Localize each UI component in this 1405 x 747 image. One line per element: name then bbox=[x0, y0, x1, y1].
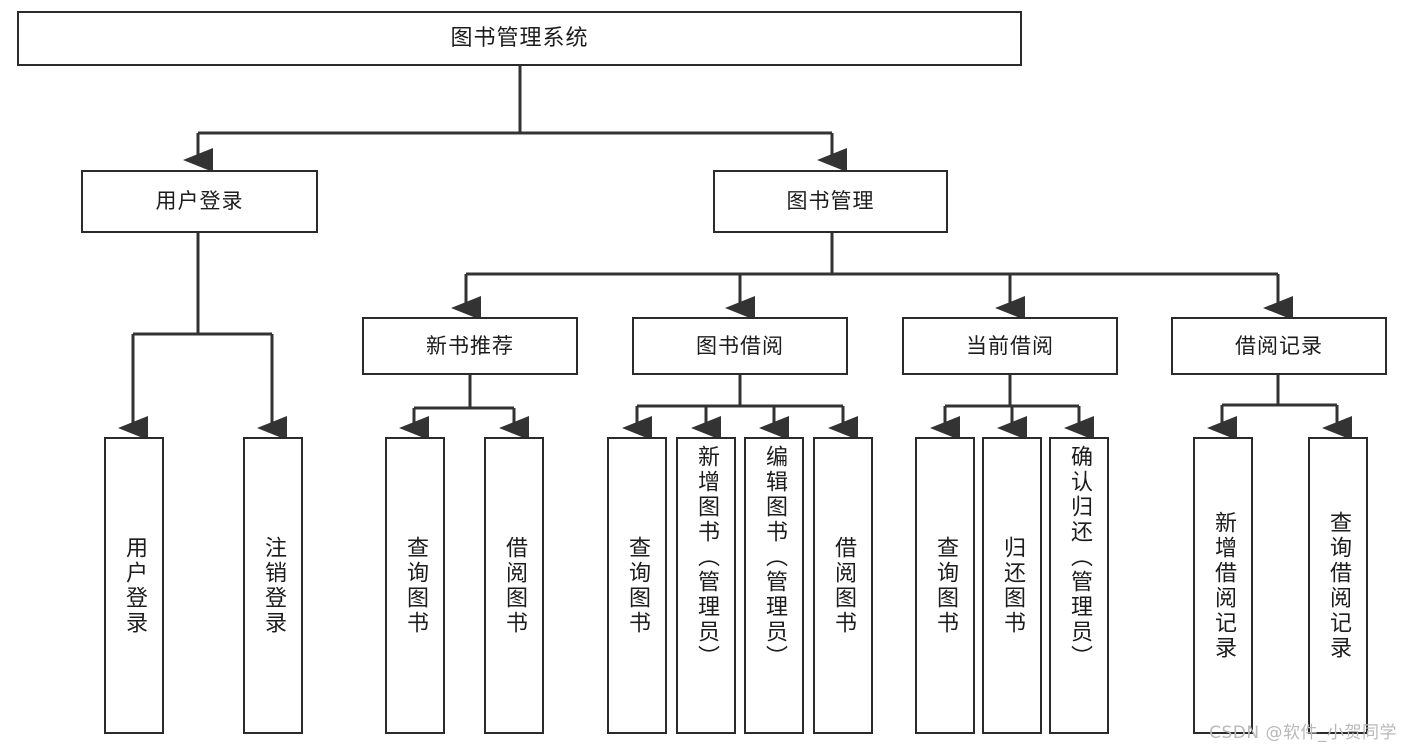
node-label: 用户登录 bbox=[122, 535, 147, 636]
leaf-new-book-query[interactable]: 查询图书 bbox=[385, 437, 445, 734]
node-label: 借阅记录 bbox=[1235, 333, 1323, 358]
node-user-login[interactable]: 用户登录 bbox=[81, 170, 318, 233]
node-root-system[interactable]: 图书管理系统 bbox=[17, 11, 1022, 66]
node-book-borrow[interactable]: 图书借阅 bbox=[632, 317, 848, 375]
node-current-borrow[interactable]: 当前借阅 bbox=[902, 317, 1118, 375]
node-label: 确认归还（管理员） bbox=[1067, 445, 1092, 670]
node-label: 借阅图书 bbox=[831, 535, 856, 636]
leaf-user-login-logout[interactable]: 注销登录 bbox=[243, 437, 303, 734]
leaf-book-borrow-edit[interactable]: 编辑图书（管理员） bbox=[744, 437, 804, 734]
node-label: 图书管理 bbox=[786, 189, 875, 214]
node-label: 当前借阅 bbox=[966, 333, 1054, 358]
leaf-current-borrow-query[interactable]: 查询图书 bbox=[915, 437, 975, 734]
node-book-management[interactable]: 图书管理 bbox=[713, 170, 948, 233]
node-label: 图书借阅 bbox=[696, 333, 784, 358]
node-label: 查询图书 bbox=[933, 535, 958, 636]
node-new-book-recommend[interactable]: 新书推荐 bbox=[362, 317, 578, 375]
node-label: 用户登录 bbox=[155, 189, 244, 214]
leaf-current-borrow-confirm-return[interactable]: 确认归还（管理员） bbox=[1049, 437, 1109, 734]
leaf-new-book-borrow[interactable]: 借阅图书 bbox=[484, 437, 544, 734]
leaf-borrow-record-add[interactable]: 新增借阅记录 bbox=[1193, 437, 1253, 734]
node-label: 图书管理系统 bbox=[450, 25, 589, 51]
node-label: 查询借阅记录 bbox=[1326, 510, 1351, 661]
node-label: 归还图书 bbox=[1000, 535, 1025, 636]
leaf-book-borrow-add[interactable]: 新增图书（管理员） bbox=[676, 437, 736, 734]
leaf-book-borrow-query[interactable]: 查询图书 bbox=[607, 437, 667, 734]
node-label: 注销登录 bbox=[261, 535, 286, 636]
leaf-book-borrow-borrow[interactable]: 借阅图书 bbox=[813, 437, 873, 734]
node-label: 查询图书 bbox=[625, 535, 650, 636]
leaf-user-login-login[interactable]: 用户登录 bbox=[104, 437, 164, 734]
node-label: 查询图书 bbox=[403, 535, 428, 636]
node-label: 借阅图书 bbox=[502, 535, 527, 636]
node-label: 编辑图书（管理员） bbox=[762, 445, 787, 670]
leaf-current-borrow-return[interactable]: 归还图书 bbox=[982, 437, 1042, 734]
node-label: 新书推荐 bbox=[426, 333, 514, 358]
csdn-watermark: CSDN @软件_小贺同学 bbox=[1209, 723, 1397, 743]
node-label: 新增图书（管理员） bbox=[694, 445, 719, 670]
leaf-borrow-record-query[interactable]: 查询借阅记录 bbox=[1308, 437, 1368, 734]
node-label: 新增借阅记录 bbox=[1211, 510, 1236, 661]
node-borrow-record[interactable]: 借阅记录 bbox=[1171, 317, 1387, 375]
